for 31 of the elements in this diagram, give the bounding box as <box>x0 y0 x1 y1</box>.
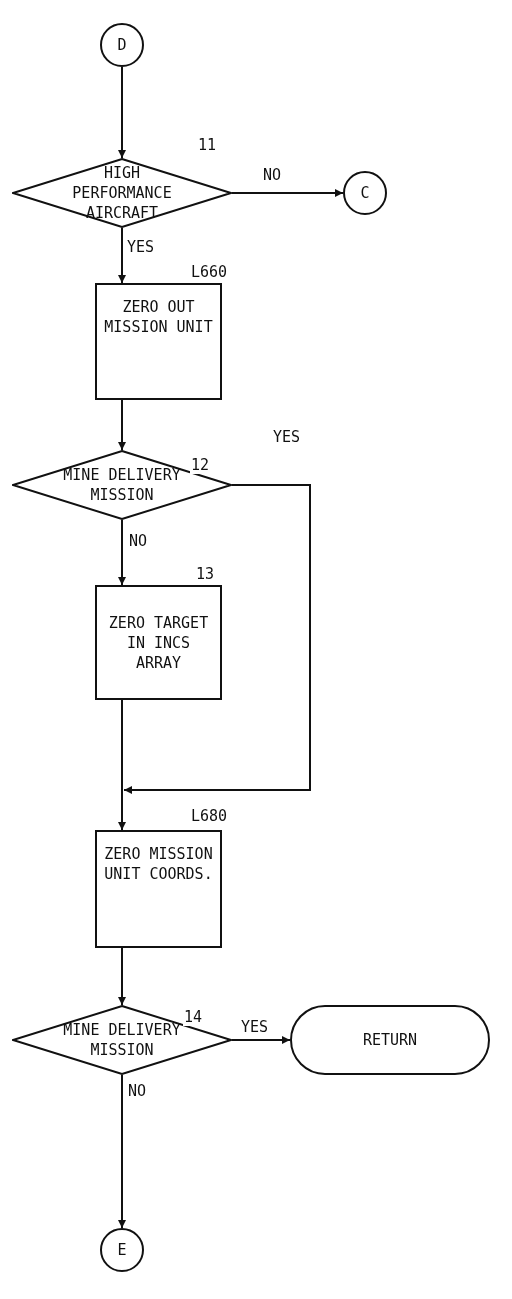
node-text: MINE DELIVERY MISSION <box>62 465 182 505</box>
arrow <box>118 699 126 831</box>
node-text: HIGH PERFORMANCE AIRCRAFT <box>71 163 173 223</box>
connector-circle <box>100 23 144 67</box>
step-label: 14 <box>183 1008 204 1026</box>
decision-diamond <box>12 450 232 520</box>
process-box <box>95 830 222 948</box>
arrow <box>118 399 126 451</box>
arrow <box>123 484 311 794</box>
decision-diamond <box>12 1005 232 1075</box>
node-text: ZERO TARGET IN INCS ARRAY <box>107 612 210 673</box>
arrow <box>118 519 126 586</box>
decision-diamond <box>12 158 232 228</box>
node-text: RETURN <box>362 1030 418 1050</box>
process-box <box>95 283 222 400</box>
arrow <box>118 1074 126 1229</box>
arrow <box>118 66 126 159</box>
connector-circle <box>100 1228 144 1272</box>
arrow <box>231 1036 291 1044</box>
process-box <box>95 585 222 700</box>
arrow <box>118 947 126 1006</box>
arrow <box>118 227 126 284</box>
node-text: C <box>360 183 370 203</box>
step-label: 12 <box>190 456 211 474</box>
node-text: D <box>117 35 127 55</box>
connector-circle <box>343 171 387 215</box>
arrow <box>231 189 344 197</box>
node-text: ZERO MISSION UNIT COORDS. <box>103 844 214 884</box>
node-text: E <box>117 1240 127 1260</box>
node-text: MINE DELIVERY MISSION <box>62 1020 182 1060</box>
node-text: ZERO OUT MISSION UNIT <box>103 297 214 337</box>
